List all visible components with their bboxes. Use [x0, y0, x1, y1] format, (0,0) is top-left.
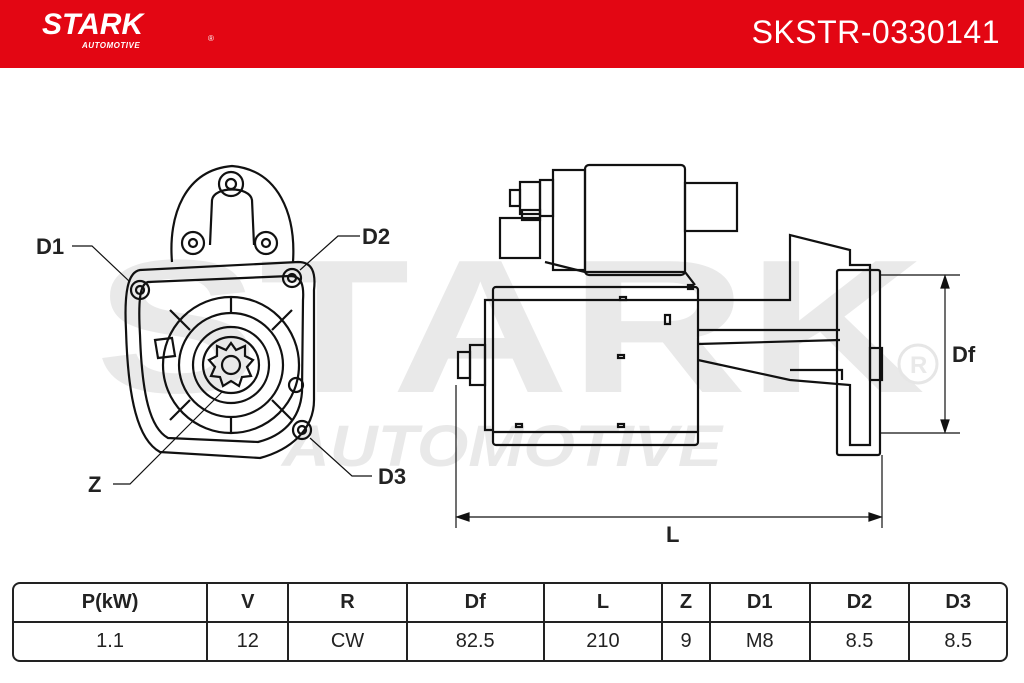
spec-value: 1.1 [14, 622, 209, 660]
spec-header: Df [406, 584, 545, 623]
front-view [124, 164, 316, 460]
spec-value-row: 1.1 12 CW 82.5 210 9 M8 8.5 8.5 [14, 622, 1006, 660]
spec-value: M8 [709, 622, 811, 660]
spec-header: Z [662, 584, 711, 623]
spec-header: D3 [909, 584, 1006, 623]
watermark-subtext: AUTOMOTIVE [280, 414, 725, 479]
spec-header: D1 [709, 584, 811, 623]
dimension-l [455, 385, 883, 528]
spec-header: P(kW) [14, 584, 209, 623]
starter-motor-drawing: STARK AUTOMOTIVE R D1 [36, 163, 976, 547]
dimension-df [880, 274, 960, 434]
spec-header: R [288, 584, 408, 623]
label-d2: D2 [362, 224, 390, 249]
spec-value: 8.5 [944, 630, 973, 652]
spec-header: D2 [809, 584, 911, 623]
spec-value: 12 [207, 622, 290, 660]
header-bar: STARK AUTOMOTIVE ® SKSTR-0330141 [0, 0, 1024, 68]
label-d1: D1 [36, 234, 64, 259]
brand-name: STARK [42, 8, 144, 41]
label-df: Df [952, 342, 976, 367]
side-view [456, 163, 884, 457]
brand-registered-mark: ® [208, 34, 214, 43]
spec-header-row: P(kW) V R Df L Z D1 D2 D3 [14, 584, 1006, 623]
leader-lines-front [72, 235, 372, 485]
label-d3: D3 [378, 464, 406, 489]
label-l: L [666, 522, 679, 547]
spec-header: V [207, 584, 290, 623]
part-number: SKSTR-0330141 [751, 14, 1000, 50]
watermark-registered: R [910, 352, 927, 379]
spec-value: 8.5 [809, 622, 911, 660]
label-z: Z [88, 472, 101, 497]
spec-value: 210 [543, 622, 664, 660]
spec-value: 9 [662, 622, 711, 660]
spec-value: CW [288, 622, 408, 660]
spec-header: L [543, 584, 664, 623]
brand-logo: STARK AUTOMOTIVE ® [42, 8, 214, 51]
brand-subtitle: AUTOMOTIVE [82, 41, 141, 50]
spec-table: P(kW) V R Df L Z D1 D2 D3 1.1 12 CW 82.5… [12, 582, 1008, 662]
spec-value: 82.5 [406, 622, 545, 660]
